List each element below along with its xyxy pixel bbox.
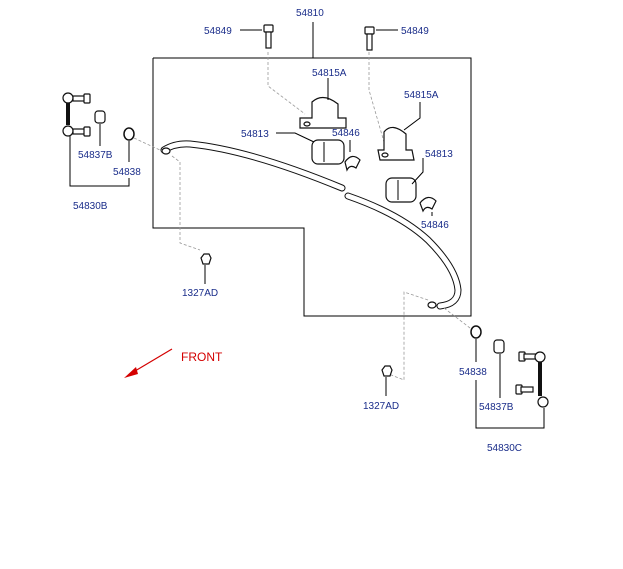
link-left-alignment xyxy=(133,137,163,152)
nut-right-alignment xyxy=(385,291,429,381)
link-left-icon xyxy=(62,92,91,137)
label-bolt-right: 54849 xyxy=(401,26,429,37)
nut-right-icon xyxy=(381,365,393,377)
front-arrow-icon xyxy=(124,348,173,378)
link-right-icon xyxy=(515,351,549,408)
label-link-right-nut: 54837B xyxy=(479,402,514,413)
bolt-left-alignment xyxy=(267,52,306,115)
label-bolt-left: 54849 xyxy=(204,26,232,37)
link-left-ring-icon xyxy=(123,127,135,141)
link-right-assembly-bracket xyxy=(475,380,545,429)
stabilizer-bar-icon xyxy=(160,140,462,310)
front-direction-label: FRONT xyxy=(181,350,223,364)
label-clip-left: 54846 xyxy=(332,128,360,139)
clip-right-icon xyxy=(419,196,437,213)
bracket-right-leader xyxy=(403,102,421,131)
bushing-right-icon xyxy=(385,177,417,203)
label-top-assembly: 54810 xyxy=(296,8,324,19)
link-left-assembly-bracket xyxy=(69,136,130,187)
bracket-right-icon xyxy=(377,126,415,161)
label-nut-right: 1327AD xyxy=(363,401,399,412)
bolt-right-icon xyxy=(364,26,375,51)
label-link-right-assembly: 54830C xyxy=(487,443,522,454)
nut-left-icon xyxy=(200,253,212,265)
label-nut-left: 1327AD xyxy=(182,288,218,299)
link-right-ring-icon xyxy=(470,325,482,339)
bracket-left-icon xyxy=(299,96,347,129)
link-right-nut-icon xyxy=(493,339,505,354)
clip-left-icon xyxy=(344,155,361,172)
label-bushing-left: 54813 xyxy=(241,129,269,140)
label-link-right-ring: 54838 xyxy=(459,367,487,378)
nut-left-alignment xyxy=(171,155,201,251)
bushing-left-icon xyxy=(311,139,345,165)
link-right-alignment xyxy=(443,307,471,329)
bolt-right-alignment xyxy=(368,52,385,143)
label-link-left-assembly: 54830B xyxy=(73,201,108,212)
bushing-left-leader xyxy=(276,132,315,143)
label-link-left-ring: 54838 xyxy=(113,167,141,178)
bushing-right-leader xyxy=(411,158,424,185)
label-bracket-left: 54815A xyxy=(312,68,347,79)
label-clip-right: 54846 xyxy=(421,220,449,231)
assembly-frame xyxy=(152,57,472,317)
link-left-nut-icon xyxy=(94,110,106,124)
label-bushing-right: 54813 xyxy=(425,149,453,160)
label-bracket-right: 54815A xyxy=(404,90,439,101)
label-link-left-nut: 54837B xyxy=(78,150,113,161)
bolt-left-icon xyxy=(263,24,274,49)
